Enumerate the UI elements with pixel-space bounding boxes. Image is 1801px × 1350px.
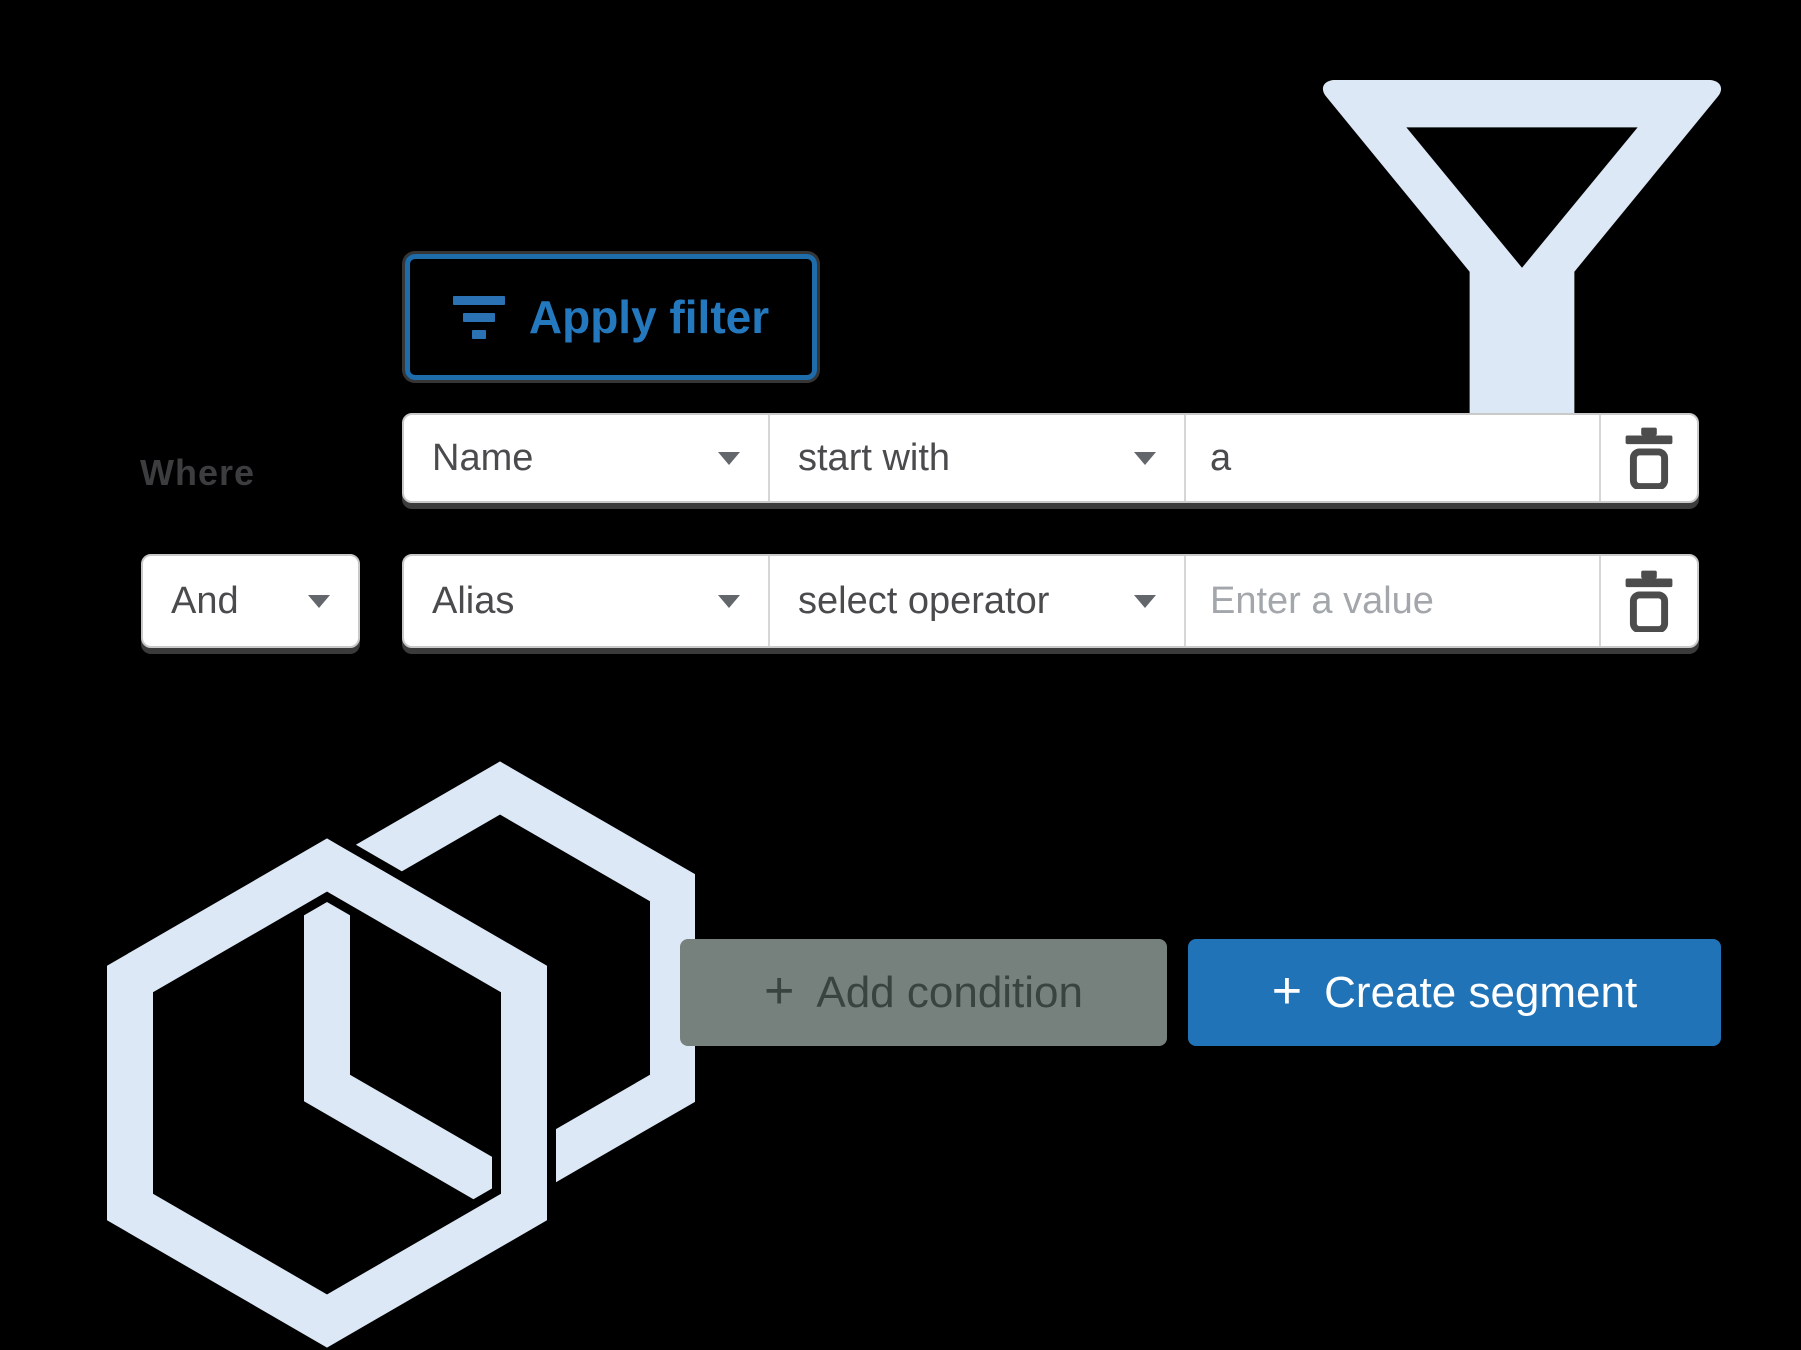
condition-row-1: Name start with [402, 413, 1699, 503]
operator-dropdown-1[interactable]: start with [770, 415, 1186, 501]
condition-row-2: Alias select operator [402, 554, 1699, 648]
apply-filter-label: Apply filter [528, 291, 770, 343]
value-input-2[interactable] [1210, 579, 1575, 623]
create-segment-button[interactable]: + Create segment [1188, 939, 1721, 1046]
delete-condition-button-1[interactable] [1601, 415, 1697, 501]
add-condition-button[interactable]: + Add condition [680, 939, 1167, 1046]
chevron-down-icon [308, 594, 330, 608]
operator-dropdown-2[interactable]: select operator [770, 556, 1186, 646]
conjunction-dropdown-value: And [171, 579, 239, 622]
operator-dropdown-2-value: select operator [798, 579, 1050, 622]
field-dropdown-1-value: Name [432, 436, 534, 479]
plus-icon: + [1271, 961, 1303, 1020]
plus-icon: + [763, 961, 795, 1020]
chevron-down-icon [1134, 594, 1156, 608]
value-input-1[interactable] [1210, 436, 1575, 480]
delete-condition-button-2[interactable] [1601, 556, 1697, 646]
field-dropdown-2[interactable]: Alias [404, 556, 770, 646]
field-dropdown-2-value: Alias [432, 579, 515, 622]
chevron-down-icon [1134, 451, 1156, 465]
add-condition-label: Add condition [816, 967, 1084, 1017]
value-cell-2 [1186, 556, 1601, 646]
trash-icon [1623, 570, 1675, 632]
apply-filter-button[interactable]: Apply filter [405, 254, 817, 380]
filter-lines-icon [452, 295, 505, 339]
field-dropdown-1[interactable]: Name [404, 415, 770, 501]
value-cell-1 [1186, 415, 1601, 501]
conjunction-dropdown[interactable]: And [141, 554, 360, 648]
chevron-down-icon [718, 451, 740, 465]
operator-dropdown-1-value: start with [798, 436, 951, 479]
trash-icon [1623, 427, 1675, 489]
chevron-down-icon [718, 594, 740, 608]
hexagon-cubes-icon [95, 748, 695, 1348]
funnel-icon [1319, 78, 1725, 414]
create-segment-label: Create segment [1324, 967, 1638, 1017]
where-label: Where [140, 452, 256, 493]
